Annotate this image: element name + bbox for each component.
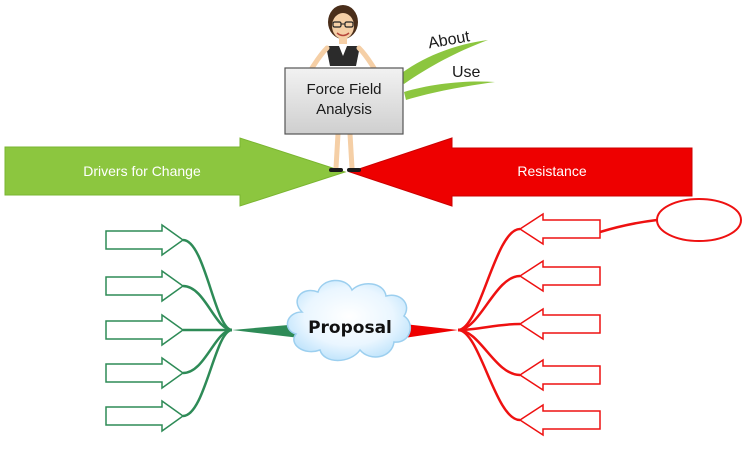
- resistance-topic-box[interactable]: [518, 358, 601, 392]
- resistance-topic-box[interactable]: [518, 403, 601, 437]
- title-box[interactable]: Force Field Analysis: [284, 67, 404, 135]
- driver-topic-box[interactable]: [105, 356, 185, 390]
- resistance-label: Resistance: [517, 163, 586, 179]
- title-line-1: Force Field: [306, 81, 381, 98]
- proposal-connectors: [232, 324, 458, 338]
- driver-topic-box[interactable]: [105, 223, 185, 257]
- driver-topic-box[interactable]: [105, 313, 185, 347]
- drivers-arrow[interactable]: Drivers for Change: [4, 137, 347, 207]
- resistance-branches: [457, 212, 601, 437]
- resistance-topic-box[interactable]: [518, 307, 601, 341]
- driver-branch-line: [182, 328, 233, 418]
- drivers-label: Drivers for Change: [83, 163, 201, 179]
- proposal-cloud[interactable]: Proposal: [286, 279, 412, 362]
- use-branch[interactable]: Use: [404, 64, 495, 100]
- resistance-arrow[interactable]: Resistance: [348, 137, 693, 207]
- presenter-figure: [309, 5, 377, 172]
- resistance-topic-box[interactable]: [518, 212, 601, 246]
- resistance-topic-box[interactable]: [518, 259, 601, 293]
- driver-topic-box[interactable]: [105, 269, 185, 303]
- driver-topic-box[interactable]: [105, 399, 185, 433]
- resistance-extra-topic[interactable]: [599, 198, 742, 242]
- resistance-branch-line: [457, 328, 521, 422]
- driver-branch-line: [182, 238, 233, 332]
- driver-branches: [105, 223, 233, 433]
- use-label: Use: [452, 64, 481, 81]
- resistance-branch-line: [457, 274, 521, 332]
- title-line-2: Analysis: [316, 101, 372, 118]
- proposal-label: Proposal: [308, 318, 392, 338]
- resistance-branch-line: [457, 227, 521, 332]
